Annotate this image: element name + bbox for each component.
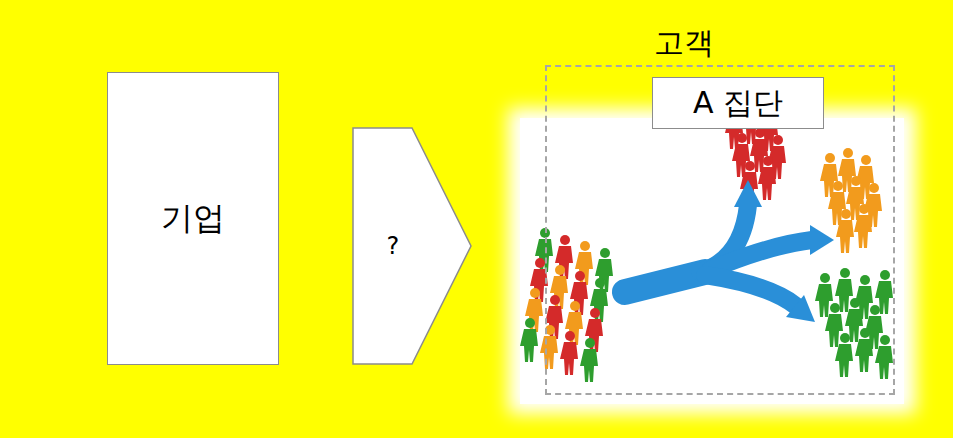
left-crowd [520, 228, 613, 382]
node-label: A 집단 [689, 85, 787, 121]
branching-arrow [625, 205, 812, 306]
arrow-outline [352, 127, 472, 365]
arrow-shape: ? [352, 127, 472, 365]
white-panel [520, 118, 904, 404]
segment-box: A 집단 [652, 77, 824, 129]
arrow-heads [734, 180, 834, 322]
customer-group: 고객A 집단 [545, 65, 895, 395]
node-label: 기업 [157, 199, 229, 237]
green-crowd [815, 268, 893, 379]
company-box: 기업 [107, 72, 279, 365]
arrow-polygon [353, 128, 471, 364]
group-heading: 고객 [650, 25, 718, 61]
glow-panel [508, 108, 916, 414]
node-label: ? [382, 232, 403, 261]
